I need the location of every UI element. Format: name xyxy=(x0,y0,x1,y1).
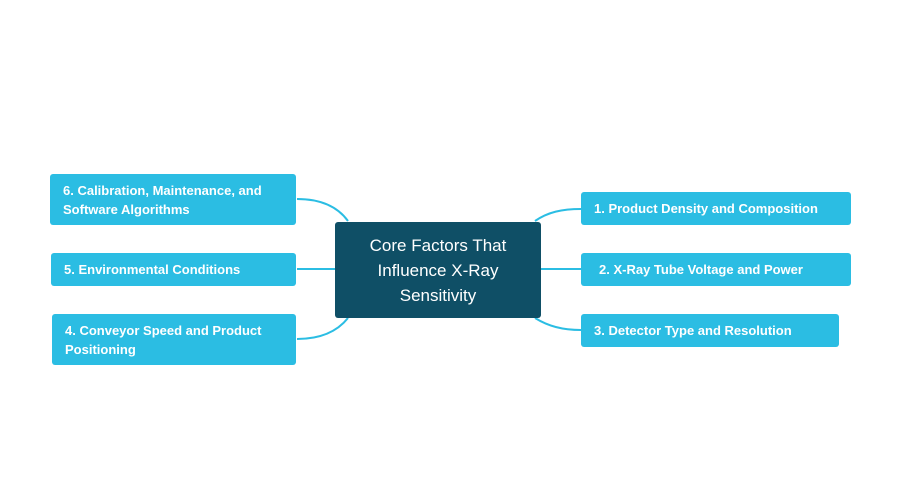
central-topic: Core Factors That Influence X-Ray Sensit… xyxy=(335,222,541,318)
branch-environmental-conditions: 5. Environmental Conditions xyxy=(51,253,296,286)
branch-label: 2. X-Ray Tube Voltage and Power xyxy=(599,262,803,277)
branch-conveyor-speed-positioning: 4. Conveyor Speed and Product Positionin… xyxy=(52,314,296,365)
connector-b6 xyxy=(296,198,349,222)
branch-product-density-composition: 1. Product Density and Composition xyxy=(581,192,851,225)
branch-label: 4. Conveyor Speed and Product Positionin… xyxy=(65,322,262,357)
branch-xray-tube-voltage-power: 2. X-Ray Tube Voltage and Power xyxy=(581,253,851,286)
connector-b3 xyxy=(534,317,582,331)
connector-b4 xyxy=(296,317,349,340)
branch-detector-type-resolution: 3. Detector Type and Resolution xyxy=(581,314,839,347)
connector-b1 xyxy=(534,208,582,222)
branch-label: 3. Detector Type and Resolution xyxy=(594,323,792,338)
branch-label: 5. Environmental Conditions xyxy=(64,262,241,277)
central-topic-label: Core Factors That Influence X-Ray Sensit… xyxy=(369,235,507,305)
branch-label: 6. Calibration, Maintenance, and Softwar… xyxy=(63,182,262,217)
branch-label: 1. Product Density and Composition xyxy=(594,201,818,216)
branch-calibration-maintenance-software: 6. Calibration, Maintenance, and Softwar… xyxy=(50,174,296,225)
